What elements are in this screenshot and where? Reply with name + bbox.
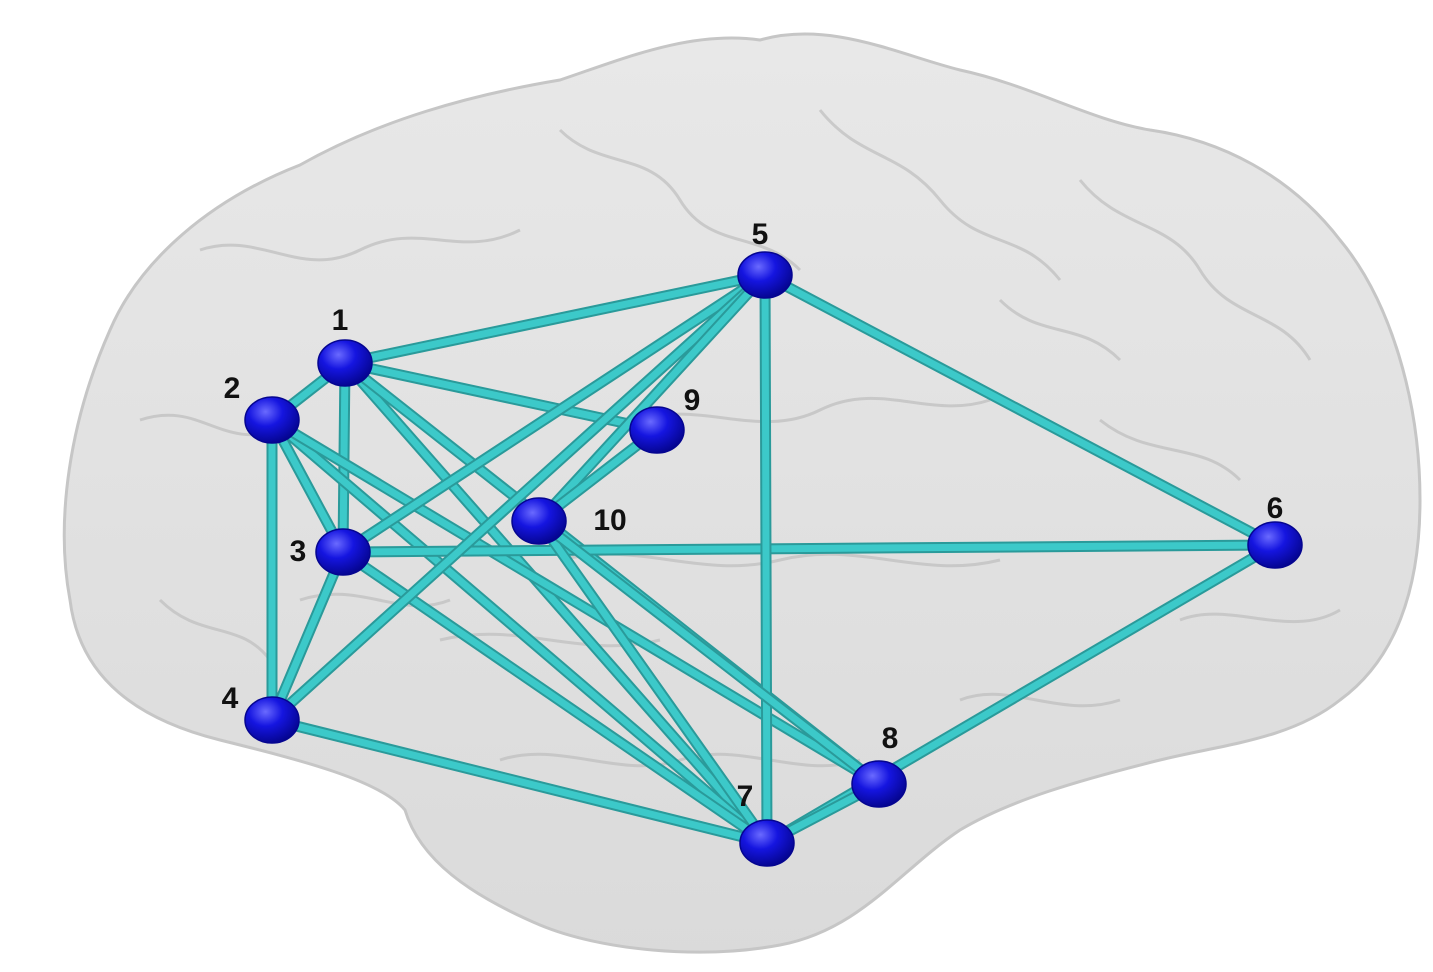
- node-label-7: 7: [737, 780, 754, 813]
- node-6: [1247, 521, 1303, 569]
- edge-5-6: [761, 271, 1279, 549]
- edge-10-7: [535, 517, 771, 847]
- node-label-8: 8: [882, 722, 899, 755]
- node-label-6: 6: [1267, 492, 1284, 525]
- edge-3-7: [339, 548, 771, 847]
- node-label-5: 5: [752, 218, 769, 251]
- node-label-2: 2: [224, 372, 241, 405]
- node-1: [317, 339, 373, 387]
- edge-2-7: [268, 416, 771, 847]
- edge-10-8: [535, 517, 883, 788]
- edge-1-7: [341, 359, 771, 847]
- edge-3-6: [339, 541, 1279, 556]
- node-4: [244, 696, 300, 744]
- edge-2-8: [268, 416, 883, 788]
- node-5: [737, 251, 793, 299]
- edge-5-7: [761, 271, 771, 847]
- node-10: [511, 497, 567, 545]
- edge-3-4: [268, 548, 347, 724]
- node-label-9: 9: [684, 384, 701, 417]
- edge-4-7: [268, 716, 771, 847]
- node-2: [244, 396, 300, 444]
- node-label-3: 3: [290, 535, 307, 568]
- node-3: [315, 528, 371, 576]
- node-label-4: 4: [222, 682, 239, 715]
- brain-folds: [139, 109, 1341, 768]
- brain-silhouette: [62, 32, 1422, 954]
- brain-outline: [62, 32, 1422, 954]
- node-8: [851, 760, 907, 808]
- node-label-10: 10: [593, 504, 626, 537]
- network-edges: [266, 269, 1281, 849]
- node-9: [629, 406, 685, 454]
- node-7: [739, 819, 795, 867]
- node-label-1: 1: [332, 304, 349, 337]
- edge-1-5: [341, 271, 769, 367]
- edge-4-5: [268, 271, 769, 724]
- edge-3-5: [339, 271, 769, 556]
- node-labels: 1 2 3 4 5 6 7 8 9 10: [222, 218, 1284, 813]
- edge-5-10: [535, 271, 769, 525]
- edge-2-3: [268, 416, 347, 556]
- network-nodes: [244, 251, 1303, 867]
